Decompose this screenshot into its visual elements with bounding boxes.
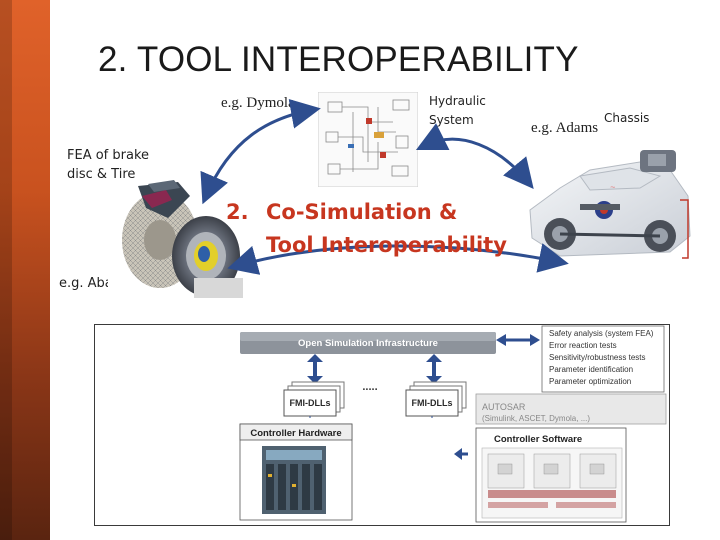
car-chassis-image: ~ <box>529 150 691 259</box>
slide-title: 2. TOOL INTEROPERABILITY <box>98 40 579 79</box>
bullet-list: Safety analysis (system FEA) Error react… <box>549 329 654 386</box>
autosar-title: AUTOSAR <box>482 402 526 412</box>
infrastructure-bar: Open Simulation Infrastructure <box>240 332 496 354</box>
controller-software-label: Controller Software <box>494 434 582 445</box>
svg-text:~: ~ <box>610 182 615 192</box>
controller-hardware-label: Controller Hardware <box>250 428 341 439</box>
bullet-1: Safety analysis (system FEA) <box>549 329 654 338</box>
brake-tire-fea-image <box>108 178 243 298</box>
left-accent-bar <box>0 0 50 540</box>
heading-line2: Tool Interoperability <box>266 233 507 257</box>
bullet-2: Error reaction tests <box>549 341 617 350</box>
fea-label-line1: FEA of brake <box>67 148 150 163</box>
heading-line1: Co-Simulation & <box>266 200 458 224</box>
hydraulic-label-line1: Hydraulic <box>429 94 486 108</box>
adams-label: e.g. Adams <box>531 120 599 136</box>
chassis-label: Chassis <box>604 111 650 125</box>
autosar-subtitle: (Simulink, ASCET, Dymola, ...) <box>482 414 590 423</box>
co-simulation-arrows <box>200 99 569 275</box>
heading-number: 2. <box>226 200 249 224</box>
left-accent-shadow <box>0 0 12 540</box>
infrastructure-label: Open Simulation Infrastructure <box>298 338 438 349</box>
fmi-right-label: FMI-DLLs <box>412 398 453 408</box>
hardware-rack-image <box>262 446 326 514</box>
bullet-3: Sensitivity/robustness tests <box>549 353 645 362</box>
fmi-left-label: FMI-DLLs <box>290 398 331 408</box>
bullet-4: Parameter identification <box>549 365 633 374</box>
architecture-diagram: Open Simulation Infrastructure Safety an… <box>94 324 670 526</box>
co-simulation-heading: 2. Co-Simulation & Tool Interoperability <box>226 196 507 262</box>
fmi-ellipsis: ..... <box>362 381 377 393</box>
dymola-schematic-image <box>318 92 418 187</box>
bullet-5: Parameter optimization <box>549 377 631 386</box>
software-components <box>487 453 617 508</box>
